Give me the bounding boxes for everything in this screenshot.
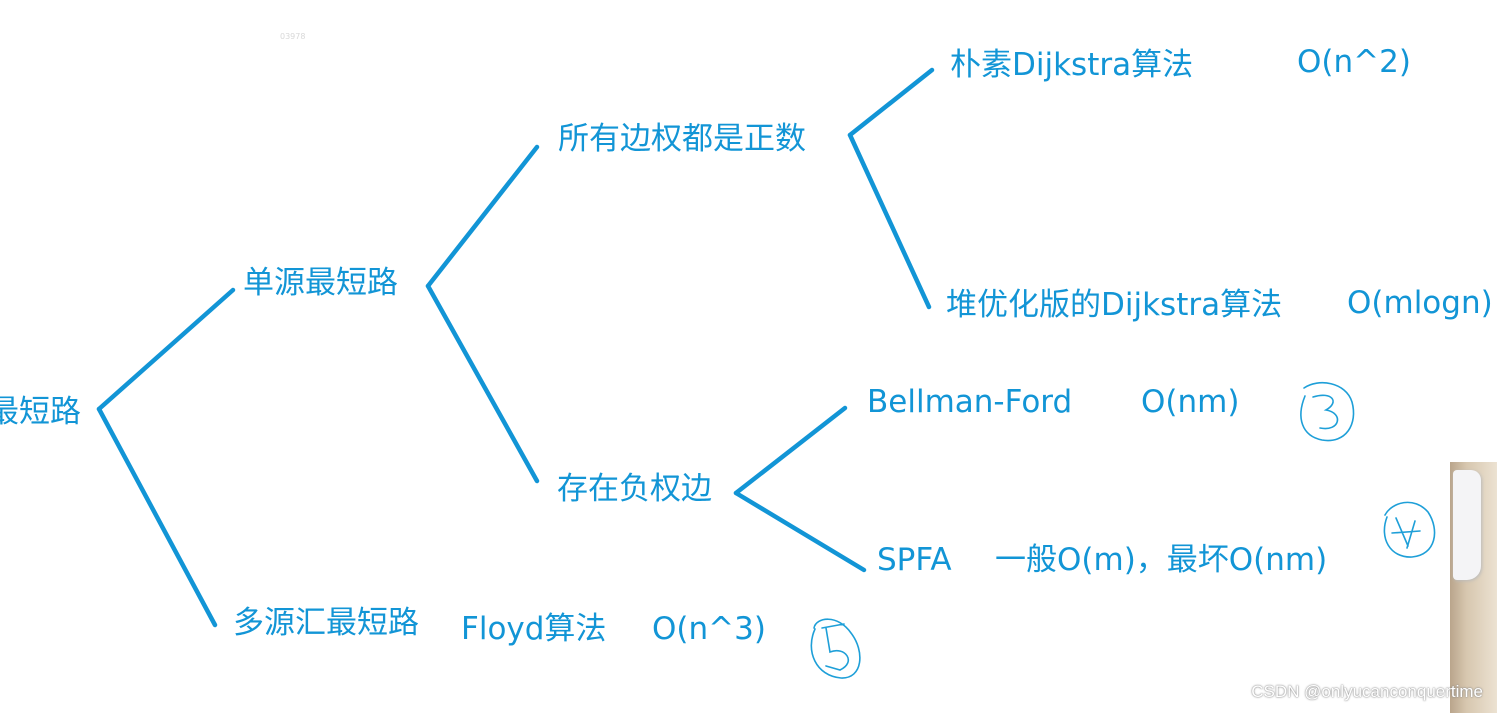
edge-positive-naive [847, 67, 935, 138]
node-negative-edges: 存在负权边 [557, 471, 712, 507]
edge-positive-heap [847, 132, 932, 310]
complexity-heap-dijkstra: O(mlogn) [1347, 285, 1493, 321]
complexity-bellman-ford: O(nm) [1141, 384, 1240, 420]
edge-negative-bellman [733, 405, 848, 496]
handwritten-note-4 [1383, 501, 1436, 558]
node-bellman-ford: Bellman-Ford [867, 384, 1073, 420]
watermark: CSDN @onlyucanconquertime [1251, 682, 1483, 701]
node-all-positive: 所有边权都是正数 [558, 121, 806, 157]
photo-paper [1453, 470, 1481, 580]
edge-single-negative [425, 283, 540, 484]
complexity-spfa: 一般O(m)，最坏O(nm) [995, 542, 1328, 578]
complexity-floyd: O(n^3) [652, 611, 766, 647]
faint-label: 03978 [280, 32, 306, 41]
handwritten-note-5 [810, 618, 861, 679]
node-root: 最短路 [0, 394, 81, 430]
node-spfa: SPFA [877, 542, 952, 578]
complexity-naive-dijkstra: O(n^2) [1297, 44, 1411, 80]
edge-single-positive [425, 144, 540, 289]
node-single-source: 单源最短路 [243, 265, 398, 301]
node-heap-dijkstra: 堆优化版的Dijkstra算法 [946, 287, 1283, 323]
handwritten-note-3 [1300, 381, 1355, 442]
edge-root-multi [96, 406, 218, 628]
node-naive-dijkstra: 朴素Dijkstra算法 [950, 47, 1194, 83]
node-floyd: Floyd算法 [461, 611, 607, 647]
edge-negative-spfa [733, 490, 867, 573]
edge-root-single [96, 287, 236, 412]
node-multi-source: 多源汇最短路 [233, 605, 419, 641]
